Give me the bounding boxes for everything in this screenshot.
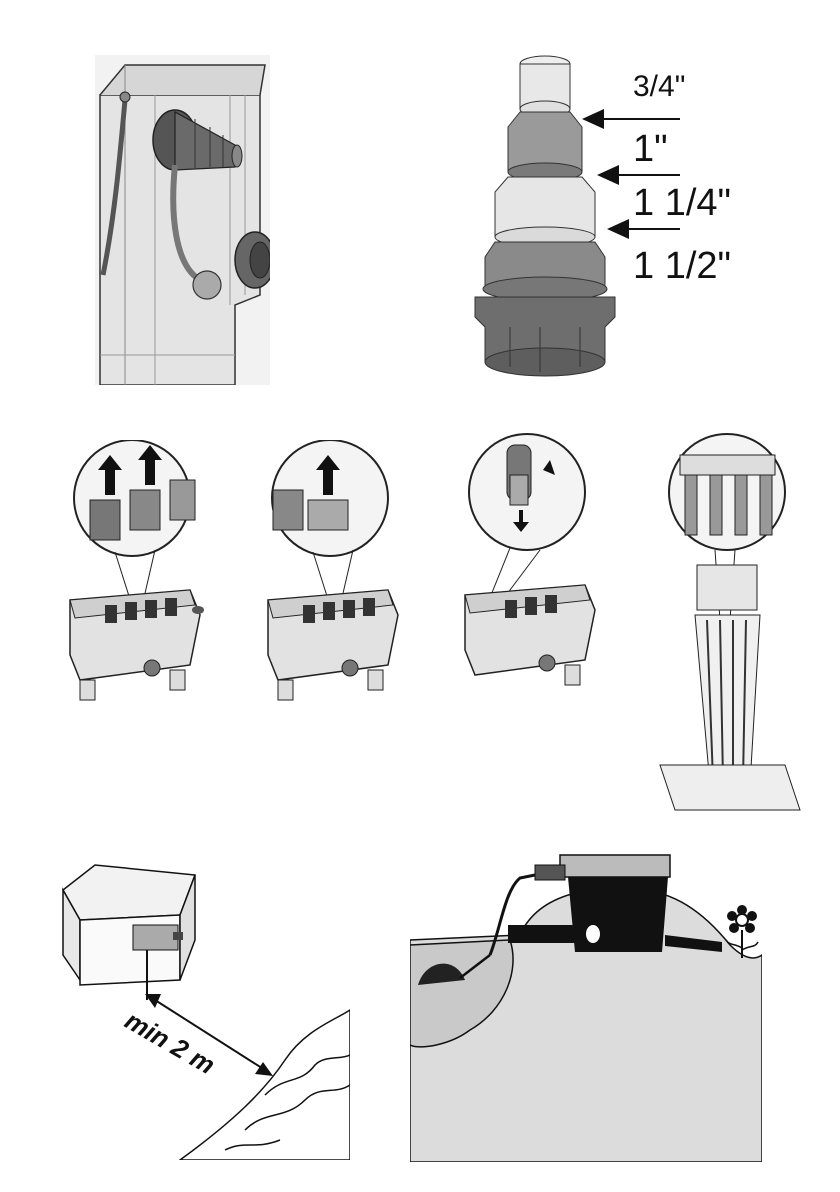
size-label-one-half: 1 1/2": [633, 245, 731, 288]
pond-installation-figure: [410, 850, 762, 1162]
size-label-three-quarter: 3/4": [633, 70, 685, 104]
size-label-one-inch: 1": [633, 128, 668, 171]
distance-placement-figure: [55, 860, 350, 1160]
filter-hose-connection-figure: [95, 55, 270, 385]
size-label-one-quarter: 1 1/4": [633, 182, 731, 225]
step-clean-brushes-stand-figure: [655, 430, 805, 820]
step-remove-filter-plate-figure: [258, 440, 408, 705]
step-remove-brushes-figure: [60, 440, 210, 705]
step-replace-uvc-lamp-figure: [455, 430, 605, 695]
